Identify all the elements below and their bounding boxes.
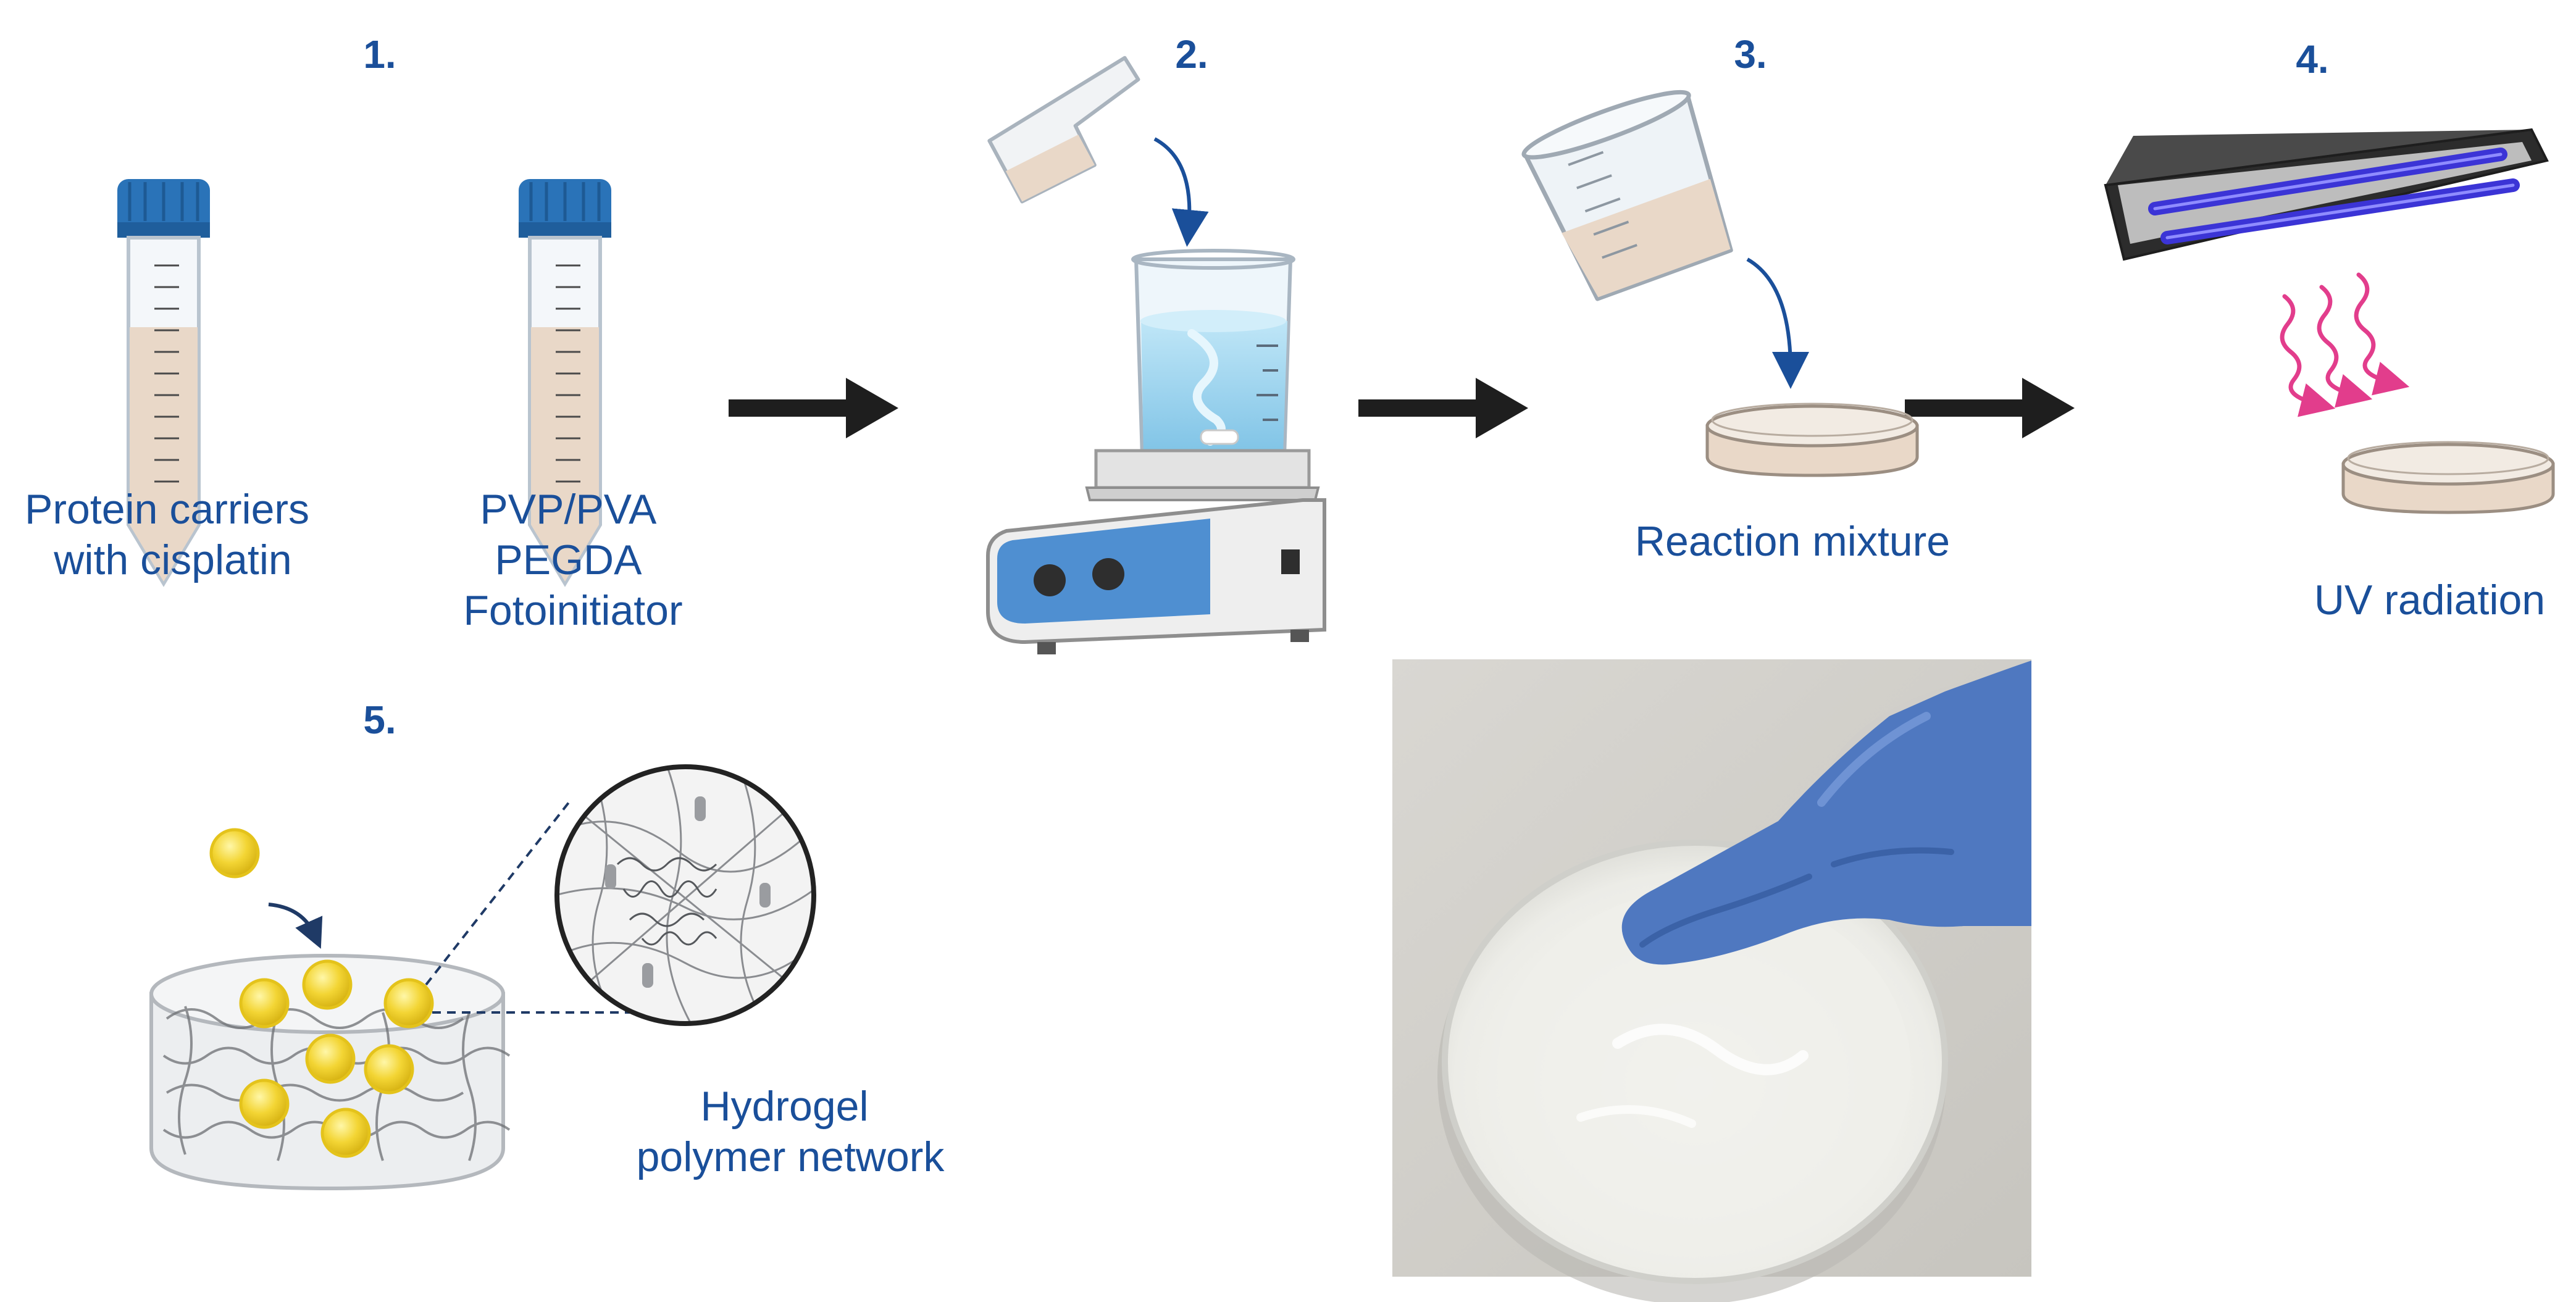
process-arrow [729,378,898,438]
process-arrow [1358,378,1528,438]
reaction-mixture-label: Reaction mixture [1635,518,1950,565]
step-number-1: 1. [363,32,396,77]
tube2-label: PVP/PVA PEGDA Fotoinitiator [463,486,682,634]
hydrogel-photo [1392,659,2031,1302]
tube1-label: Protein carriers with cisplatin [25,486,321,583]
pour-arrow [1746,257,1809,389]
centrifuge-tube-icon [519,179,611,587]
centrifuge-tube-icon [117,179,210,587]
uv-rays [2280,272,2410,417]
polymer-network-zoom [554,764,816,1026]
magnetic-stirrer-icon [986,249,1326,654]
incorporation-arrow [268,903,323,949]
hydrogel-disc-icon [149,954,511,1191]
step-number-2: 2. [1175,32,1208,77]
erlenmeyer-flask-icon [987,56,1140,204]
process-arrow [1905,378,2075,438]
petri-dish-icon [2341,441,2555,514]
protein-carrier-bead [209,828,260,878]
step-number-4: 4. [2296,37,2328,81]
uv-lamp-icon [2104,128,2549,261]
hydrogel-label: Hydrogel polymer network [637,1083,945,1180]
petri-dish-icon [1705,403,1919,477]
step-number-5: 5. [363,698,396,742]
step-number-3: 3. [1734,32,1767,77]
zoom-line [425,798,572,986]
uv-radiation-label: UV radiation [2314,577,2545,624]
pour-arrow [1153,137,1209,247]
measuring-beaker-icon [1521,90,1733,301]
